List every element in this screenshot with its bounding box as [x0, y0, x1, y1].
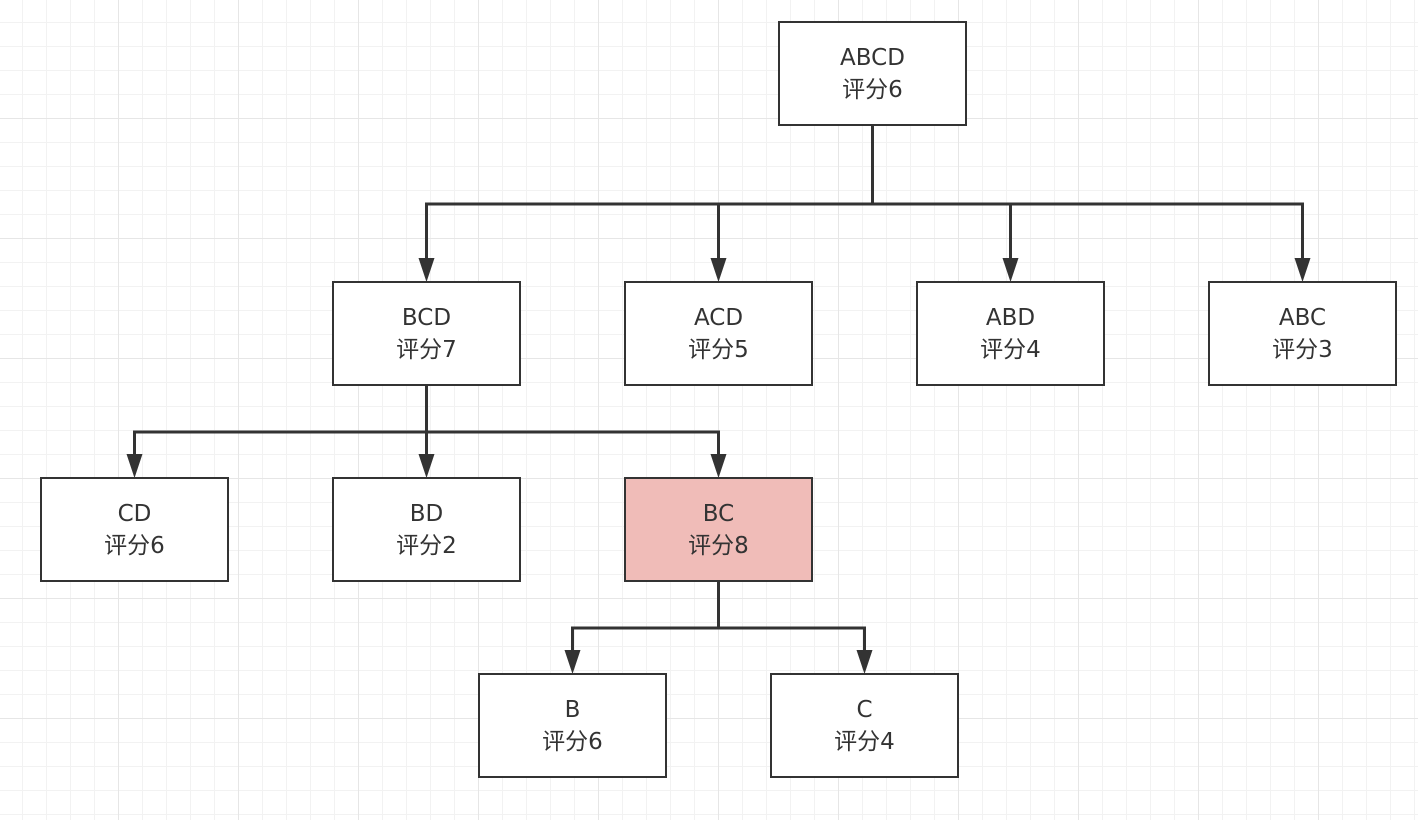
node-bcd[interactable]: BCD 评分7	[332, 281, 521, 386]
node-abc-name: ABC	[1278, 304, 1327, 331]
node-c-score: 评分4	[834, 728, 895, 755]
node-cd-score: 评分6	[104, 532, 165, 559]
node-abc-score: 评分3	[1272, 336, 1333, 363]
node-b-score: 评分6	[542, 728, 603, 755]
arrowhead-cd	[126, 454, 143, 478]
node-c[interactable]: C 评分4	[770, 673, 959, 778]
node-abd[interactable]: ABD 评分4	[916, 281, 1105, 386]
node-bc-score: 评分8	[688, 532, 749, 559]
arrowhead-abc	[1294, 258, 1311, 282]
arrowhead-c	[856, 650, 873, 674]
node-b-name: B	[564, 696, 581, 723]
node-bcd-score: 评分7	[396, 336, 457, 363]
node-b[interactable]: B 评分6	[478, 673, 667, 778]
node-acd-score: 评分5	[688, 336, 749, 363]
arrowhead-bc	[710, 454, 727, 478]
node-cd[interactable]: CD 评分6	[40, 477, 229, 582]
node-abcd[interactable]: ABCD 评分6	[778, 21, 967, 126]
node-bd[interactable]: BD 评分2	[332, 477, 521, 582]
node-bd-score: 评分2	[396, 532, 457, 559]
node-acd-name: ACD	[693, 304, 744, 331]
node-bc[interactable]: BC 评分8	[624, 477, 813, 582]
node-abc[interactable]: ABC 评分3	[1208, 281, 1397, 386]
arrowhead-bd	[418, 454, 435, 478]
node-c-name: C	[856, 696, 873, 723]
arrowhead-b	[564, 650, 581, 674]
node-abcd-score: 评分6	[842, 76, 903, 103]
node-acd[interactable]: ACD 评分5	[624, 281, 813, 386]
node-abd-score: 评分4	[980, 336, 1041, 363]
node-cd-name: CD	[117, 500, 152, 527]
arrowhead-acd	[710, 258, 727, 282]
node-bd-name: BD	[409, 500, 444, 527]
node-bcd-name: BCD	[401, 304, 452, 331]
arrowhead-bcd	[418, 258, 435, 282]
node-abd-name: ABD	[985, 304, 1036, 331]
arrowhead-abd	[1002, 258, 1019, 282]
node-bc-name: BC	[702, 500, 735, 527]
node-abcd-name: ABCD	[840, 44, 905, 71]
